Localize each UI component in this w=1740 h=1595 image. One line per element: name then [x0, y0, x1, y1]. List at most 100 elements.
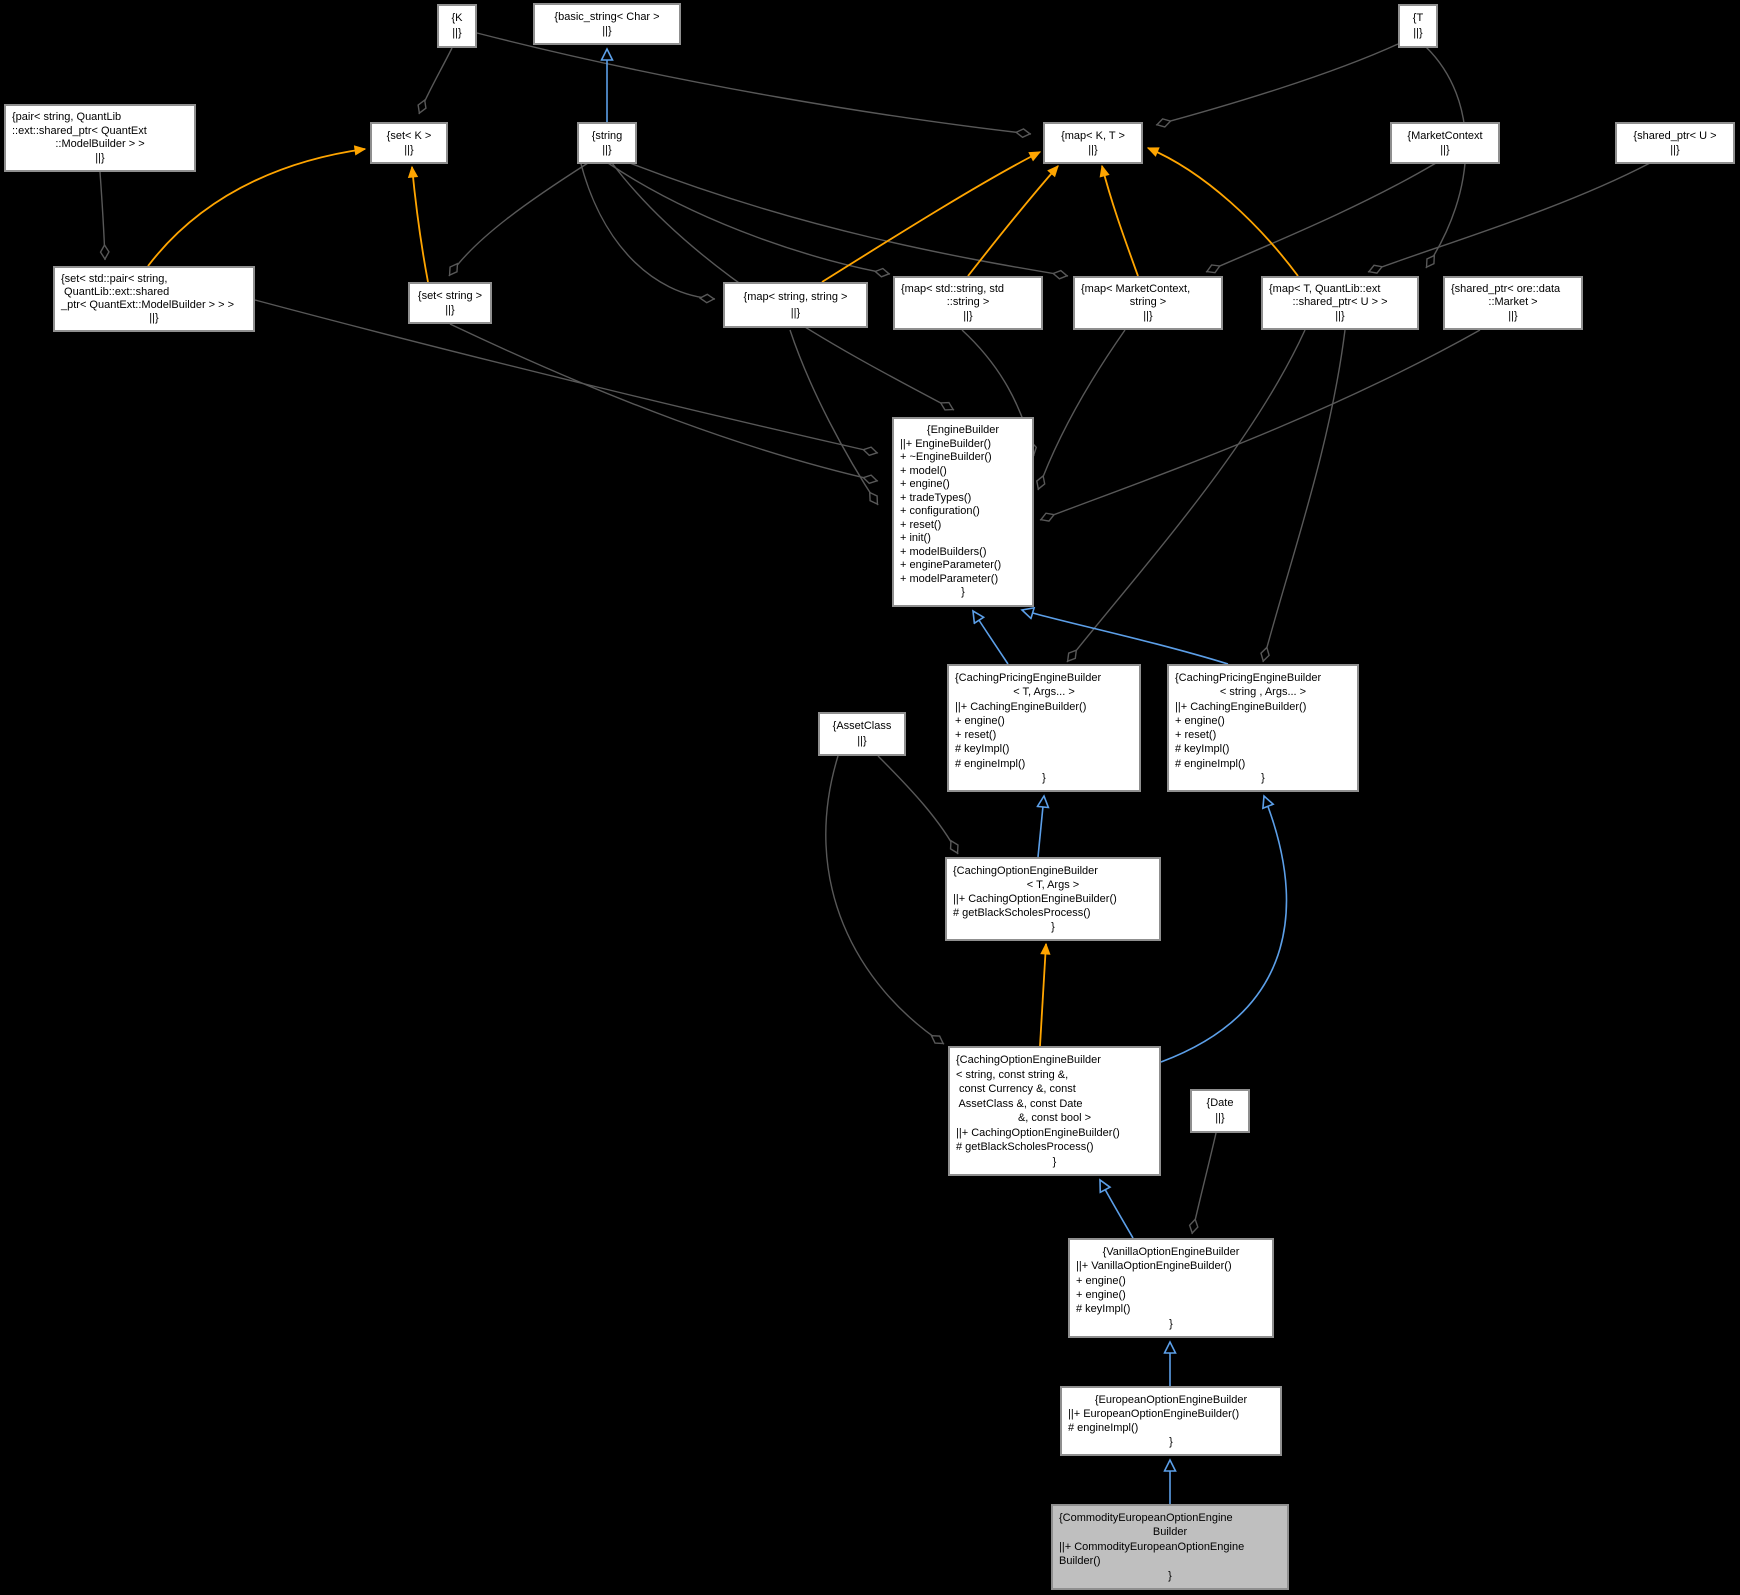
- edge-usage-assetclass-to-cachingoptionenginebuilder-string: [825, 755, 945, 1045]
- edge-usage-shared-ptr-market-to-enginebuilder: [1040, 329, 1481, 520]
- class-node-k[interactable]: {K||}: [437, 4, 477, 48]
- class-node-line: + configuration(): [900, 505, 980, 518]
- edge-usage-shared-ptr-u-to-map-t-sharedptr-u: [1368, 162, 1651, 272]
- class-node-cachingpricingenginebuilder-string[interactable]: {CachingPricingEngineBuilder< string , A…: [1167, 664, 1359, 792]
- class-node-line: {map< T, QuantLib::ext: [1269, 283, 1381, 295]
- class-node-line: const Currency &, const: [956, 1083, 1076, 1095]
- class-node-line: + modelParameter(): [900, 572, 999, 585]
- class-node-line: ||+ CachingOptionEngineBuilder(): [956, 1126, 1120, 1139]
- class-node-set-k[interactable]: {set< K >||}: [370, 122, 448, 164]
- class-node-line: {AssetClass: [832, 720, 892, 732]
- class-node-line: {pair< string, QuantLib: [12, 111, 122, 123]
- class-node-line: < T, Args... >: [1013, 686, 1075, 699]
- class-node-set-pair-modelbuilder[interactable]: {set< std::pair< string, QuantLib::ext::…: [53, 266, 255, 332]
- edge-template-map-stdstring-stdstring-to-map-k-t: [967, 165, 1059, 277]
- class-node-string[interactable]: {string ||}: [577, 122, 637, 164]
- class-node-line: + reset(): [900, 518, 942, 531]
- class-node-line: ||+ CachingOptionEngineBuilder(): [953, 893, 1117, 905]
- class-node-enginebuilder[interactable]: {EngineBuilder||+ EngineBuilder()+ ~Engi…: [892, 417, 1034, 607]
- class-node-line: ||}: [790, 307, 801, 319]
- class-node-line: ||}: [1215, 1112, 1225, 1124]
- class-node-line: {EuropeanOptionEngineBuilder: [1094, 1394, 1248, 1406]
- class-node-date[interactable]: {Date||}: [1190, 1089, 1250, 1133]
- class-node-shared-ptr-market[interactable]: {shared_ptr< ore::data::Market >||}: [1443, 276, 1583, 330]
- edge-inherit-cachingpricingenginebuilder-t-to-enginebuilder: [973, 611, 1009, 665]
- class-node-line: + engine(): [1076, 1274, 1126, 1287]
- class-node-line: &, const bool >: [1017, 1112, 1092, 1124]
- class-node-line: ||+ EngineBuilder(): [900, 437, 992, 450]
- class-node-cachingoptionenginebuilder-t[interactable]: {CachingOptionEngineBuilder< T, Args >||…: [945, 857, 1161, 941]
- class-node-line: }: [1051, 921, 1055, 933]
- class-node-line: }: [1169, 1436, 1173, 1448]
- edge-usage-string-to-map-marketcontext-string: [621, 159, 1068, 276]
- class-node-line: + engineParameter(): [900, 559, 1002, 572]
- class-node-line: ||}: [857, 735, 867, 747]
- class-node-shared-ptr-u[interactable]: {shared_ptr< U >||}: [1615, 122, 1735, 164]
- class-node-line: {map< K, T >: [1061, 130, 1125, 142]
- edge-usage-string-to-set-string: [448, 162, 589, 277]
- class-node-line: {set< string >: [417, 290, 483, 302]
- edge-template-set-pair-modelbuilder-to-set-k: [147, 145, 367, 267]
- class-node-europeanoptionenginebuilder[interactable]: {EuropeanOptionEngineBuilder||+ European…: [1060, 1386, 1282, 1456]
- class-node-line: QuantLib::ext::shared: [61, 286, 170, 298]
- class-node-line: # keyImpl(): [955, 743, 1010, 756]
- class-node-line: < string, const string &,: [956, 1068, 1069, 1081]
- class-node-line: Builder: [1152, 1526, 1188, 1539]
- class-node-basic-string-char[interactable]: {basic_string< Char >||}: [533, 3, 681, 45]
- class-node-line: ||+ VanillaOptionEngineBuilder(): [1076, 1260, 1232, 1273]
- class-node-map-stdstring-stdstring[interactable]: {map< std::string, std::string >||}: [893, 276, 1043, 330]
- edge-usage-map-t-sharedptr-u-to-cachingpricingenginebuilder-t: [1066, 329, 1306, 663]
- edge-usage-k-to-map-k-t: [476, 32, 1031, 134]
- class-node-set-string[interactable]: {set< string > ||}: [408, 282, 492, 324]
- class-node-line: _ptr< QuantExt::ModelBuilder > > >: [61, 299, 235, 311]
- edge-template-cachingoptionenginebuilder-string-to-cachingoptionenginebuilder-t: [1039, 942, 1051, 1047]
- class-node-vanillaoptionenginebuilder[interactable]: {VanillaOptionEngineBuilder||+ VanillaOp…: [1068, 1238, 1274, 1338]
- class-node-line: + reset(): [955, 729, 997, 741]
- class-node-line: + init(): [900, 532, 931, 545]
- class-node-line: }: [1169, 1317, 1173, 1330]
- class-node-line: AssetClass &, const Date: [956, 1097, 1083, 1110]
- edge-template-map-t-sharedptr-u-to-map-k-t: [1146, 147, 1299, 277]
- class-node-line: ||}: [445, 304, 455, 316]
- class-node-map-marketcontext-string[interactable]: {map< MarketContext,string >||}: [1073, 276, 1223, 330]
- class-node-line: ::string >: [946, 296, 990, 309]
- class-node-pair-string-modelbuilder[interactable]: {pair< string, QuantLib::ext::shared_ptr…: [4, 104, 196, 172]
- class-node-map-t-sharedptr-u[interactable]: {map< T, QuantLib::ext::shared_ptr< U > …: [1261, 276, 1419, 330]
- class-node-line: }: [1042, 771, 1046, 784]
- class-node-line: {CachingPricingEngineBuilder: [955, 672, 1102, 684]
- class-node-line: }: [1052, 1155, 1057, 1168]
- class-node-line: {EngineBuilder: [926, 424, 1000, 436]
- class-node-line: {basic_string< Char >: [554, 11, 660, 23]
- class-node-cachingpricingenginebuilder-t[interactable]: {CachingPricingEngineBuilder < T, Args...…: [947, 664, 1141, 792]
- class-node-line: ||}: [602, 144, 612, 156]
- class-node-line: + modelBuilders(): [900, 545, 987, 558]
- class-node-cachingoptionenginebuilder-string[interactable]: {CachingOptionEngineBuilder < string, con…: [948, 1046, 1161, 1176]
- edge-usage-map-string-string-to-enginebuilder: [789, 329, 879, 506]
- edge-template-set-string-to-set-k: [407, 165, 429, 283]
- class-node-line: {string: [591, 130, 623, 142]
- class-node-line: {CachingPricingEngineBuilder: [1175, 672, 1322, 684]
- class-node-line: # getBlackScholesProcess(): [953, 907, 1091, 919]
- class-node-line: ||}: [963, 309, 973, 322]
- class-node-line: + engine(): [1076, 1288, 1126, 1301]
- class-node-line: # keyImpl(): [1175, 743, 1230, 756]
- class-node-line: {shared_ptr< ore::data: [1451, 283, 1561, 295]
- class-node-line: # engineImpl(): [1175, 757, 1246, 770]
- class-node-assetclass[interactable]: {AssetClass ||}: [818, 712, 906, 756]
- class-node-marketcontext[interactable]: {MarketContext||}: [1390, 122, 1500, 164]
- class-node-t[interactable]: {T||}: [1398, 4, 1438, 48]
- edge-usage-string-to-map-stdstring-stdstring: [607, 162, 890, 274]
- class-node-line: ::ext::shared_ptr< QuantExt: [12, 124, 147, 137]
- class-node-line: }: [961, 586, 965, 599]
- class-node-line: {CachingOptionEngineBuilder: [956, 1054, 1101, 1066]
- edge-inherit-vanillaoptionenginebuilder-to-cachingoptionenginebuilder-string: [1100, 1180, 1134, 1239]
- class-node-line: ||}: [1508, 309, 1518, 322]
- edge-usage-set-string-to-enginebuilder: [449, 323, 878, 481]
- edge-usage-t-to-map-k-t: [1156, 43, 1399, 125]
- class-node-map-k-t[interactable]: {map< K, T >||}: [1043, 122, 1143, 164]
- class-node-map-string-string[interactable]: {map< string, string >||}: [723, 282, 868, 328]
- class-node-line: ||}: [1143, 309, 1153, 322]
